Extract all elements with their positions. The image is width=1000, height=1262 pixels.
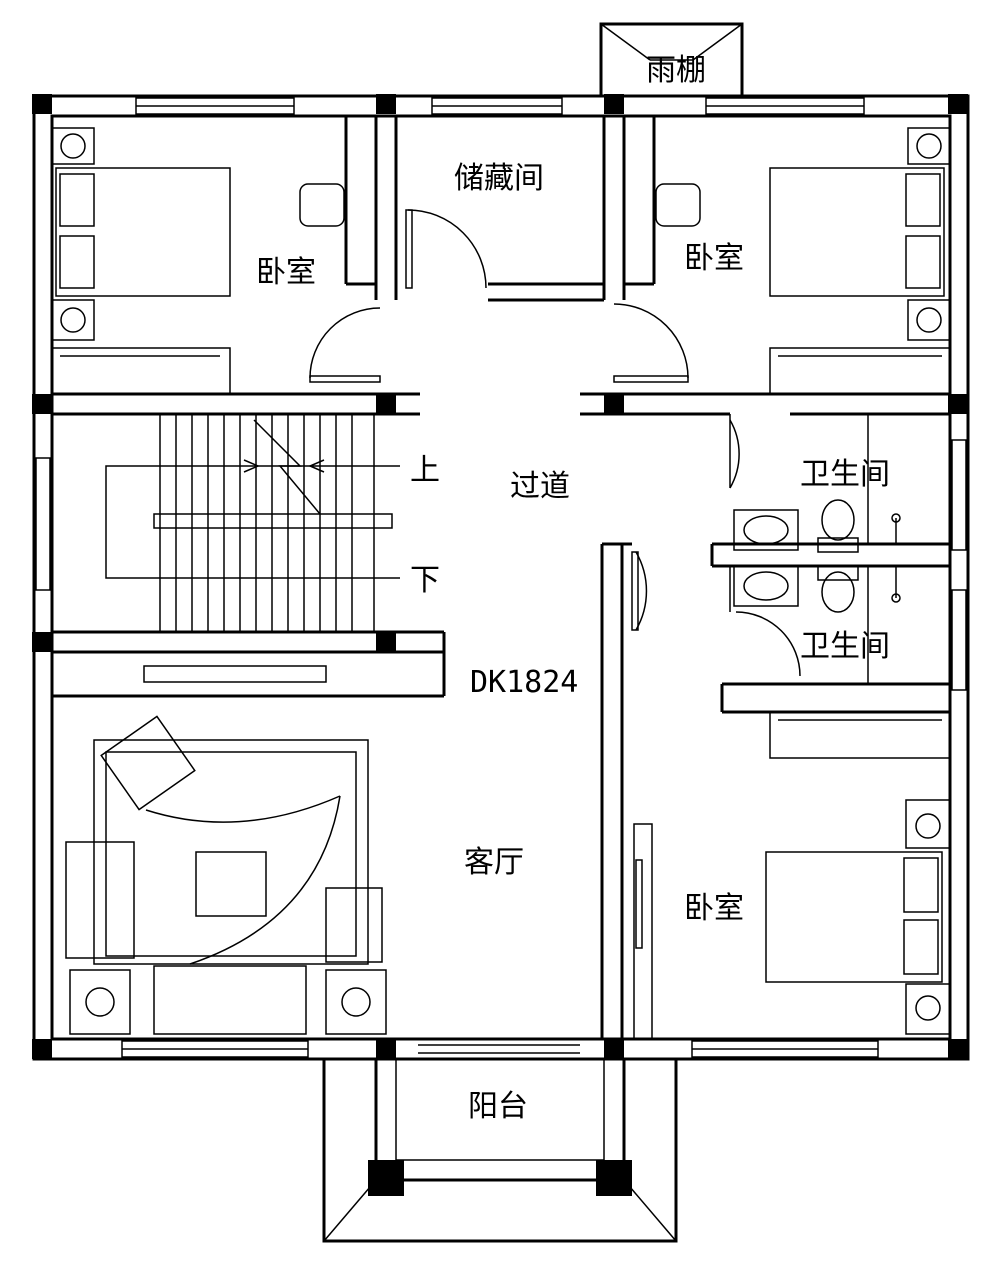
structural-columns (32, 94, 968, 1059)
balcony (322, 1057, 678, 1243)
windows-top (135, 97, 865, 115)
plan-code: DK1824 (470, 665, 578, 700)
label-bedroom-se: 卧室 (684, 891, 744, 926)
doors (309, 209, 801, 1040)
label-bedroom-ne: 卧室 (684, 241, 744, 276)
bathroom-fixtures (733, 499, 901, 613)
living-furniture (65, 715, 387, 1035)
label-stairs-up: 上 (410, 453, 440, 488)
nightstands (51, 127, 951, 1035)
label-corridor: 过道 (510, 469, 570, 504)
label-bedroom-nw: 卧室 (256, 255, 316, 290)
staircase (105, 413, 400, 633)
label-canopy: 雨棚 (646, 53, 706, 88)
desk-chairs (299, 183, 701, 227)
wardrobes (51, 347, 951, 759)
label-balcony: 阳台 (468, 1089, 528, 1124)
balcony-sliding-door (418, 1044, 580, 1054)
label-stairs-down: 下 (410, 563, 440, 598)
windows-bottom (121, 1040, 879, 1058)
label-bath-lower: 卫生间 (800, 629, 890, 664)
beds (55, 167, 945, 983)
interior-walls (52, 116, 950, 1039)
label-living: 客厅 (464, 845, 524, 880)
tv-cabinet (143, 665, 327, 683)
label-bath-upper: 卫生间 (800, 457, 890, 492)
label-storage: 储藏间 (454, 161, 544, 196)
windows-side (35, 439, 967, 691)
